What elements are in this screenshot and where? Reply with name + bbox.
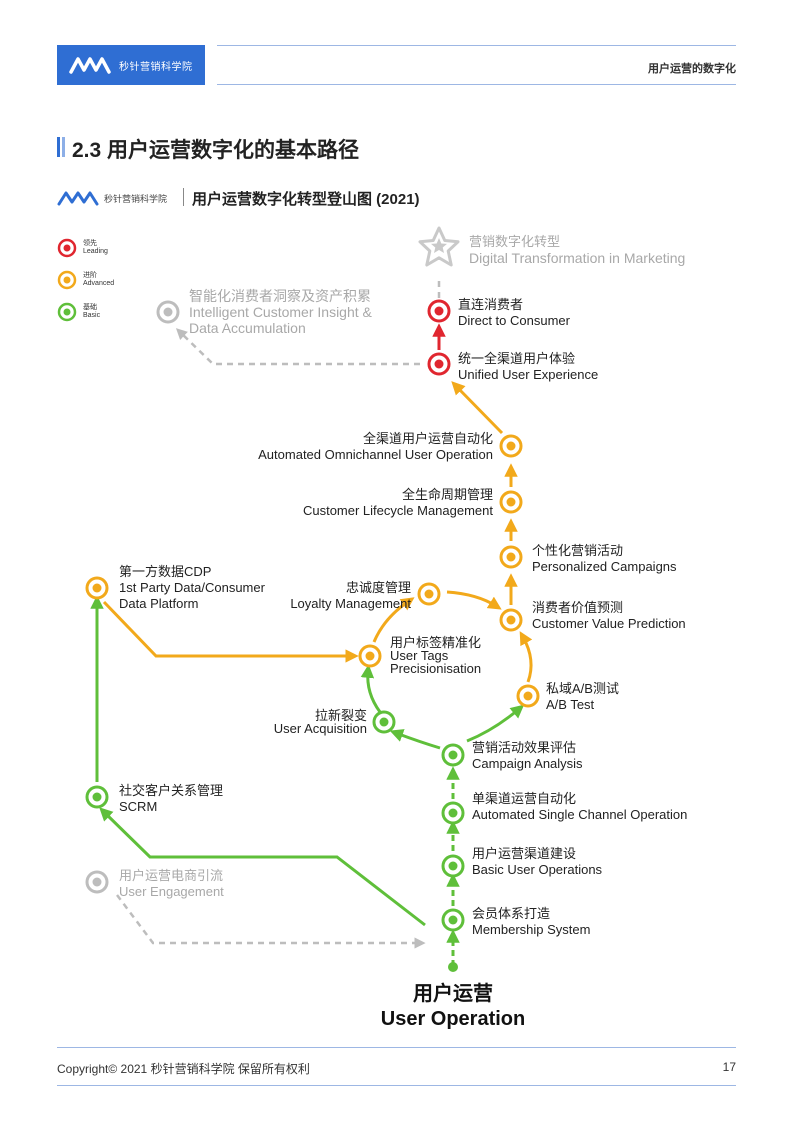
node-marker-value-prediction: [499, 608, 523, 632]
path-loyalty-to-value: [446, 590, 502, 610]
section-title: 2.3 用户运营数字化的基本路径: [72, 139, 360, 162]
section-marker: [57, 137, 65, 157]
node-marker-user-tags: [358, 644, 382, 668]
node-marker-ab-test: [516, 684, 540, 708]
node-marker-engagement: [85, 870, 109, 894]
brand-logo-box: 秒针营销科学院: [57, 45, 205, 85]
path-cdp-to-tags: [102, 600, 359, 663]
path-omni-to-unified: [451, 381, 504, 435]
path-insight-dashed: [175, 328, 420, 366]
node-marker-single-channel: [441, 801, 465, 825]
node-marker-acquisition: [372, 710, 396, 734]
path-tags-to-loyalty: [372, 597, 415, 643]
node-marker-omnichannel: [499, 434, 523, 458]
header-divider-top: [217, 45, 736, 46]
brand-logo-icon: [69, 57, 111, 74]
node-marker-campaign-analysis: [441, 743, 465, 767]
base-title-en: User Operation: [380, 1008, 526, 1030]
path-engagement-dashed: [116, 894, 426, 949]
footer-divider-top: [57, 1047, 736, 1048]
node-marker-basic-ops: [441, 854, 465, 878]
footer-copyright: Copyright© 2021 秒针营销科学院 保留所有权利: [57, 1062, 310, 1076]
figure-title-separator: [183, 188, 184, 206]
path-campaign-to-acquisition: [389, 729, 441, 750]
base-title-zh: 用户运营: [413, 983, 493, 1005]
legend-marker-advanced: [57, 270, 77, 290]
node-marker-loyalty: [417, 582, 441, 606]
legend-label-zh: 领先: [83, 240, 97, 247]
node-marker-lifecycle: [499, 490, 523, 514]
legend-label-zh: 进阶: [83, 272, 97, 279]
node-marker-scrm: [85, 785, 109, 809]
footer-divider-bottom: [57, 1085, 736, 1086]
node-marker-direct-consumer: [427, 299, 451, 323]
base-title: 用户运营 User Operation: [300, 982, 606, 1032]
path-membership-to-scrm: [99, 807, 426, 927]
legend-label-en: Advanced: [83, 280, 115, 287]
footer-page-number: 17: [722, 1060, 736, 1074]
header-section-name: 用户运营的数字化: [648, 63, 736, 75]
figure-brand: 秒针营销科学院: [104, 194, 168, 204]
legend-label-en: Basic: [83, 312, 101, 319]
figure-title: 用户运营数字化转型登山图 (2021): [192, 191, 420, 208]
node-marker-cdp: [85, 576, 109, 600]
legend-marker-leading: [57, 238, 77, 258]
node-marker-intelligent-insight: [156, 300, 180, 324]
start-dot: [448, 962, 458, 972]
legend-marker-basic: [57, 302, 77, 322]
path-acquisition-to-tags: [360, 664, 382, 713]
legend-label-zh: 基础: [83, 304, 97, 311]
path-campaign-to-ab: [466, 704, 525, 743]
figure-logo-icon: [57, 191, 99, 206]
node-marker-membership: [441, 908, 465, 932]
node-marker-unified-experience: [427, 352, 451, 376]
node-marker-personalized: [499, 545, 523, 569]
legend-label-en: Leading: [83, 248, 108, 255]
brand-name: 秒针营销科学院: [119, 62, 193, 73]
path-ab-to-value: [519, 631, 533, 683]
header-divider-bottom: [217, 84, 736, 85]
